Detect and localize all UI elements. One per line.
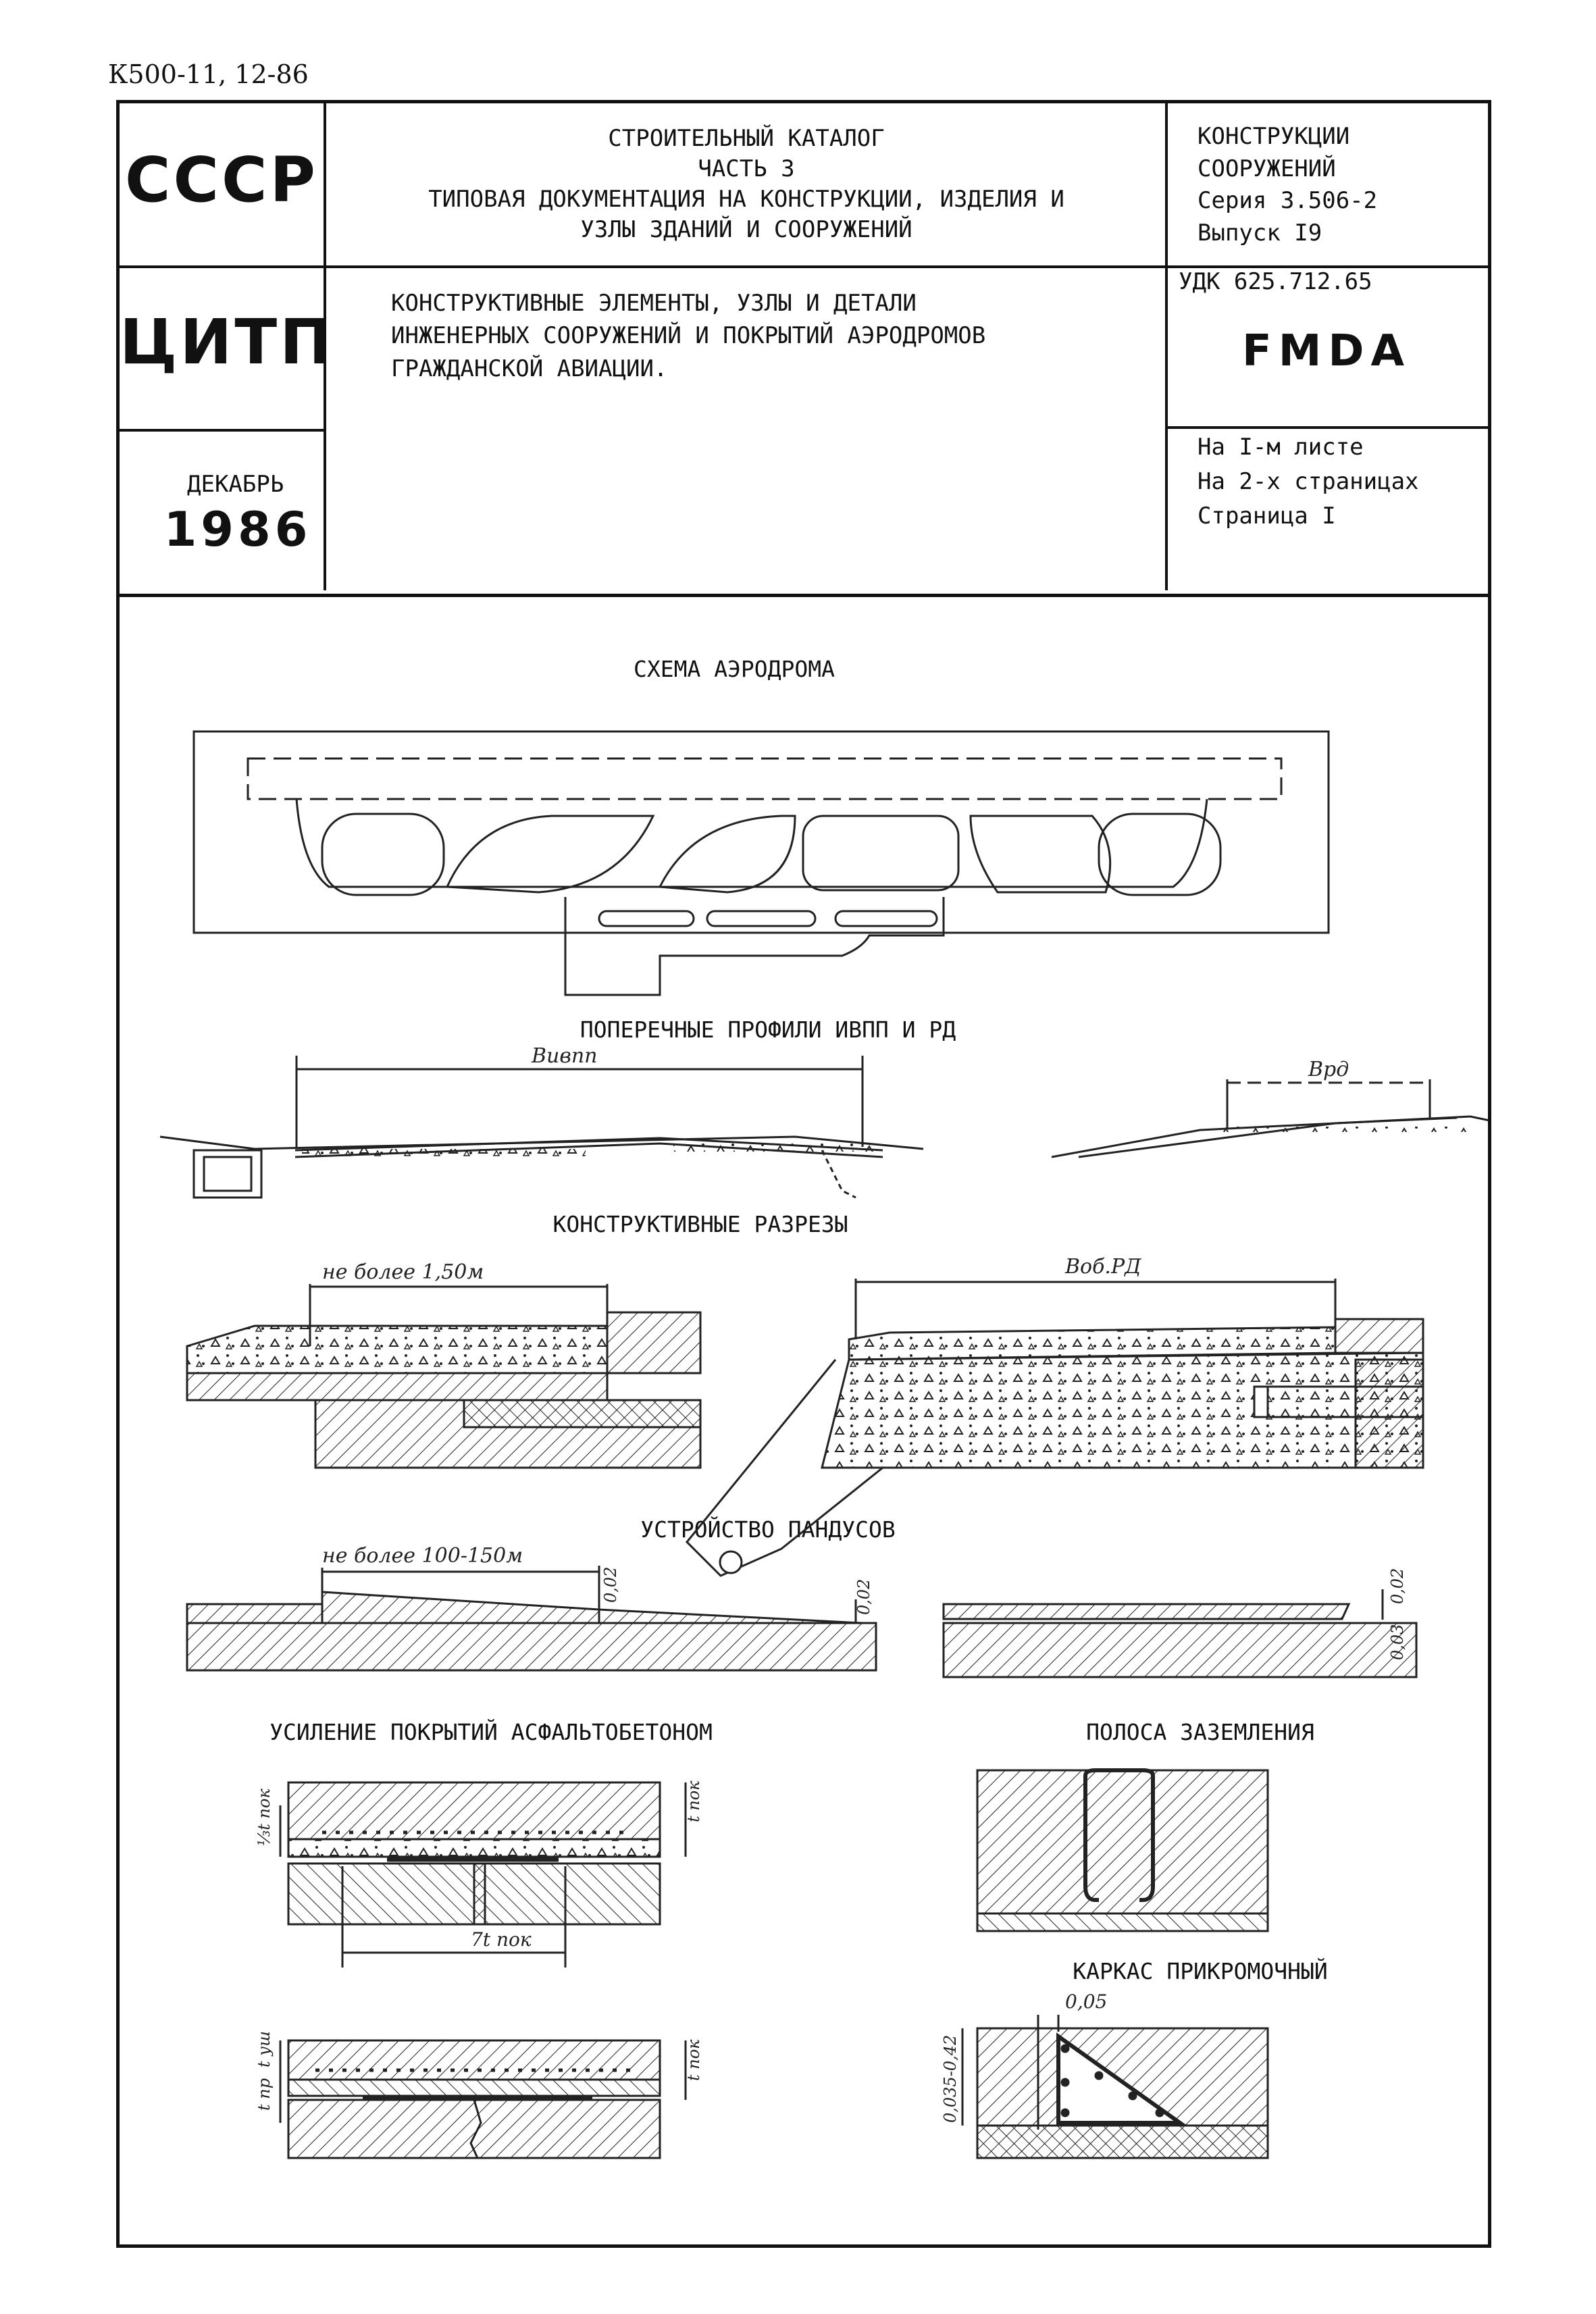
heading-cross-profiles: ПОПЕРЕЧНЫЕ ПРОФИЛИ ИВПП И РД bbox=[580, 1017, 956, 1043]
structural-section-left bbox=[186, 1284, 702, 1469]
label-t-ug: t уш bbox=[255, 2031, 274, 2067]
sheet-info: На I-м листе На 2-х страницах Страница I bbox=[1198, 430, 1419, 534]
edge-frame-drawing bbox=[961, 2015, 1269, 2159]
ramp-drawing-right bbox=[942, 1589, 1418, 1678]
subject-line-2: ИНЖЕНЕРНЫХ СООРУЖЕНИЙ И ПОКРЫТИЙ АЭРОДРО… bbox=[391, 322, 986, 350]
issue-month: ДЕКАБРЬ bbox=[187, 471, 284, 498]
title-row-divider-3 bbox=[1165, 426, 1488, 429]
title-divider-right bbox=[1165, 103, 1168, 590]
label-not-more-150: не более 1,50м bbox=[322, 1260, 484, 1284]
section-line-2: СООРУЖЕНИЙ bbox=[1198, 155, 1336, 182]
label-ramp-002-left: 0,02 bbox=[601, 1567, 620, 1603]
pages-label: На 2-х страницах bbox=[1198, 468, 1419, 495]
heading-grounding: ПОЛОСА ЗАЗЕМЛЕНИЯ bbox=[1086, 1719, 1314, 1745]
label-b-rd: Врд bbox=[1308, 1058, 1349, 1081]
drawings-canvas: Вивпп Врд не более 1,50м Воб.РД bbox=[159, 730, 1488, 2159]
subject-line-1: КОНСТРУКТИВНЫЕ ЭЛЕМЕНТЫ, УЗЛЫ И ДЕТАЛИ bbox=[391, 290, 917, 317]
label-edge-005: 0,05 bbox=[1065, 1990, 1107, 2013]
heading-ramps: УСТРОЙСТВО ПАНДУСОВ bbox=[640, 1516, 896, 1543]
heading-sections: КОНСТРУКТИВНЫЕ РАЗРЕЗЫ bbox=[552, 1211, 848, 1237]
subject-line-3: ГРАЖДАНСКОЙ АВИАЦИИ. bbox=[391, 355, 668, 382]
issue-label: Выпуск I9 bbox=[1198, 219, 1322, 247]
title-divider-left bbox=[324, 103, 326, 590]
catalog-line-4: УЗЛЫ ЗДАНИЙ И СООРУЖЕНИЙ bbox=[580, 215, 912, 243]
label-edge-035-042: 0,035-0,42 bbox=[941, 2035, 960, 2123]
title-row-divider-1 bbox=[120, 265, 1488, 268]
label-t-coat-bottom: t пок bbox=[684, 2039, 703, 2081]
label-ramp-002-right: 0,02 bbox=[1388, 1568, 1407, 1604]
page-label: Страница I bbox=[1198, 503, 1336, 530]
catalog-line-2: ЧАСТЬ 3 bbox=[698, 155, 795, 182]
airfield-scheme-drawing bbox=[192, 730, 1330, 996]
document-code: К500-11, 12-86 bbox=[108, 59, 309, 89]
heading-edge-frame: КАРКАС ПРИКРОМОЧНЫЙ bbox=[1073, 1958, 1328, 1984]
grounding-strip-drawing bbox=[976, 1768, 1269, 1932]
label-one-third-t: ⅓t пок bbox=[255, 1789, 274, 1846]
issue-year: 1986 bbox=[163, 502, 312, 557]
heading-airfield-scheme: СХЕМА АЭРОДРОМА bbox=[633, 656, 835, 682]
catalog-line-1: СТРОИТЕЛЬНЫЙ КАТАЛОГ bbox=[608, 125, 885, 152]
org-ussr: СССР bbox=[125, 144, 318, 216]
reinforcement-drawing-bottom bbox=[279, 2039, 687, 2159]
label-t-pr: t пр bbox=[255, 2078, 274, 2111]
ramp-drawing-left bbox=[186, 1566, 877, 1672]
label-seven-t: 7t пок bbox=[471, 1928, 532, 1951]
catalog-title: СТРОИТЕЛЬНЫЙ КАТАЛОГ ЧАСТЬ 3 ТИПОВАЯ ДОК… bbox=[329, 124, 1164, 245]
section-line-1: КОНСТРУКЦИИ bbox=[1198, 123, 1350, 150]
org-citp: ЦИТП bbox=[120, 306, 335, 378]
title-row-divider-2 bbox=[120, 429, 324, 432]
subject-title: КОНСТРУКТИВНЫЕ ЭЛЕМЕНТЫ, УЗЛЫ И ДЕТАЛИ И… bbox=[391, 287, 985, 385]
reinforcement-drawing-top bbox=[279, 1781, 687, 1968]
runway-cross-profile-drawing bbox=[159, 1056, 1488, 1199]
label-b-ivpp: Вивпп bbox=[531, 1044, 597, 1068]
catalog-line-3: ТИПОВАЯ ДОКУМЕНТАЦИЯ НА КОНСТРУКЦИИ, ИЗД… bbox=[428, 185, 1064, 213]
label-ramp-002-mid: 0,02 bbox=[854, 1579, 873, 1615]
label-t-coat-top: t пок bbox=[684, 1780, 703, 1822]
label-ramp-003-right: 0,03 bbox=[1388, 1624, 1407, 1660]
structural-section-right bbox=[685, 1279, 1424, 1577]
section-info: КОНСТРУКЦИИ СООРУЖЕНИЙ Серия 3.506-2 Вып… bbox=[1198, 121, 1377, 249]
heading-reinforcement: УСИЛЕНИЕ ПОКРЫТИЙ АСФАЛЬТОБЕТОНОМ bbox=[269, 1719, 713, 1745]
document-code-fmda: FMDA bbox=[1241, 326, 1412, 376]
label-not-more-100-150: не более 100-150м bbox=[322, 1544, 523, 1568]
label-b-ob-rd: Воб.РД bbox=[1064, 1255, 1141, 1279]
title-block: СССР ЦИТП ДЕКАБРЬ 1986 СТРОИТЕЛЬНЫЙ КАТА… bbox=[120, 103, 1488, 597]
sheets-label: На I-м листе bbox=[1198, 434, 1364, 461]
drawing-frame: СССР ЦИТП ДЕКАБРЬ 1986 СТРОИТЕЛЬНЫЙ КАТА… bbox=[116, 100, 1491, 2248]
udk-label: УДК 625.712.65 bbox=[1179, 268, 1372, 295]
series-label: Серия 3.506-2 bbox=[1198, 187, 1378, 215]
